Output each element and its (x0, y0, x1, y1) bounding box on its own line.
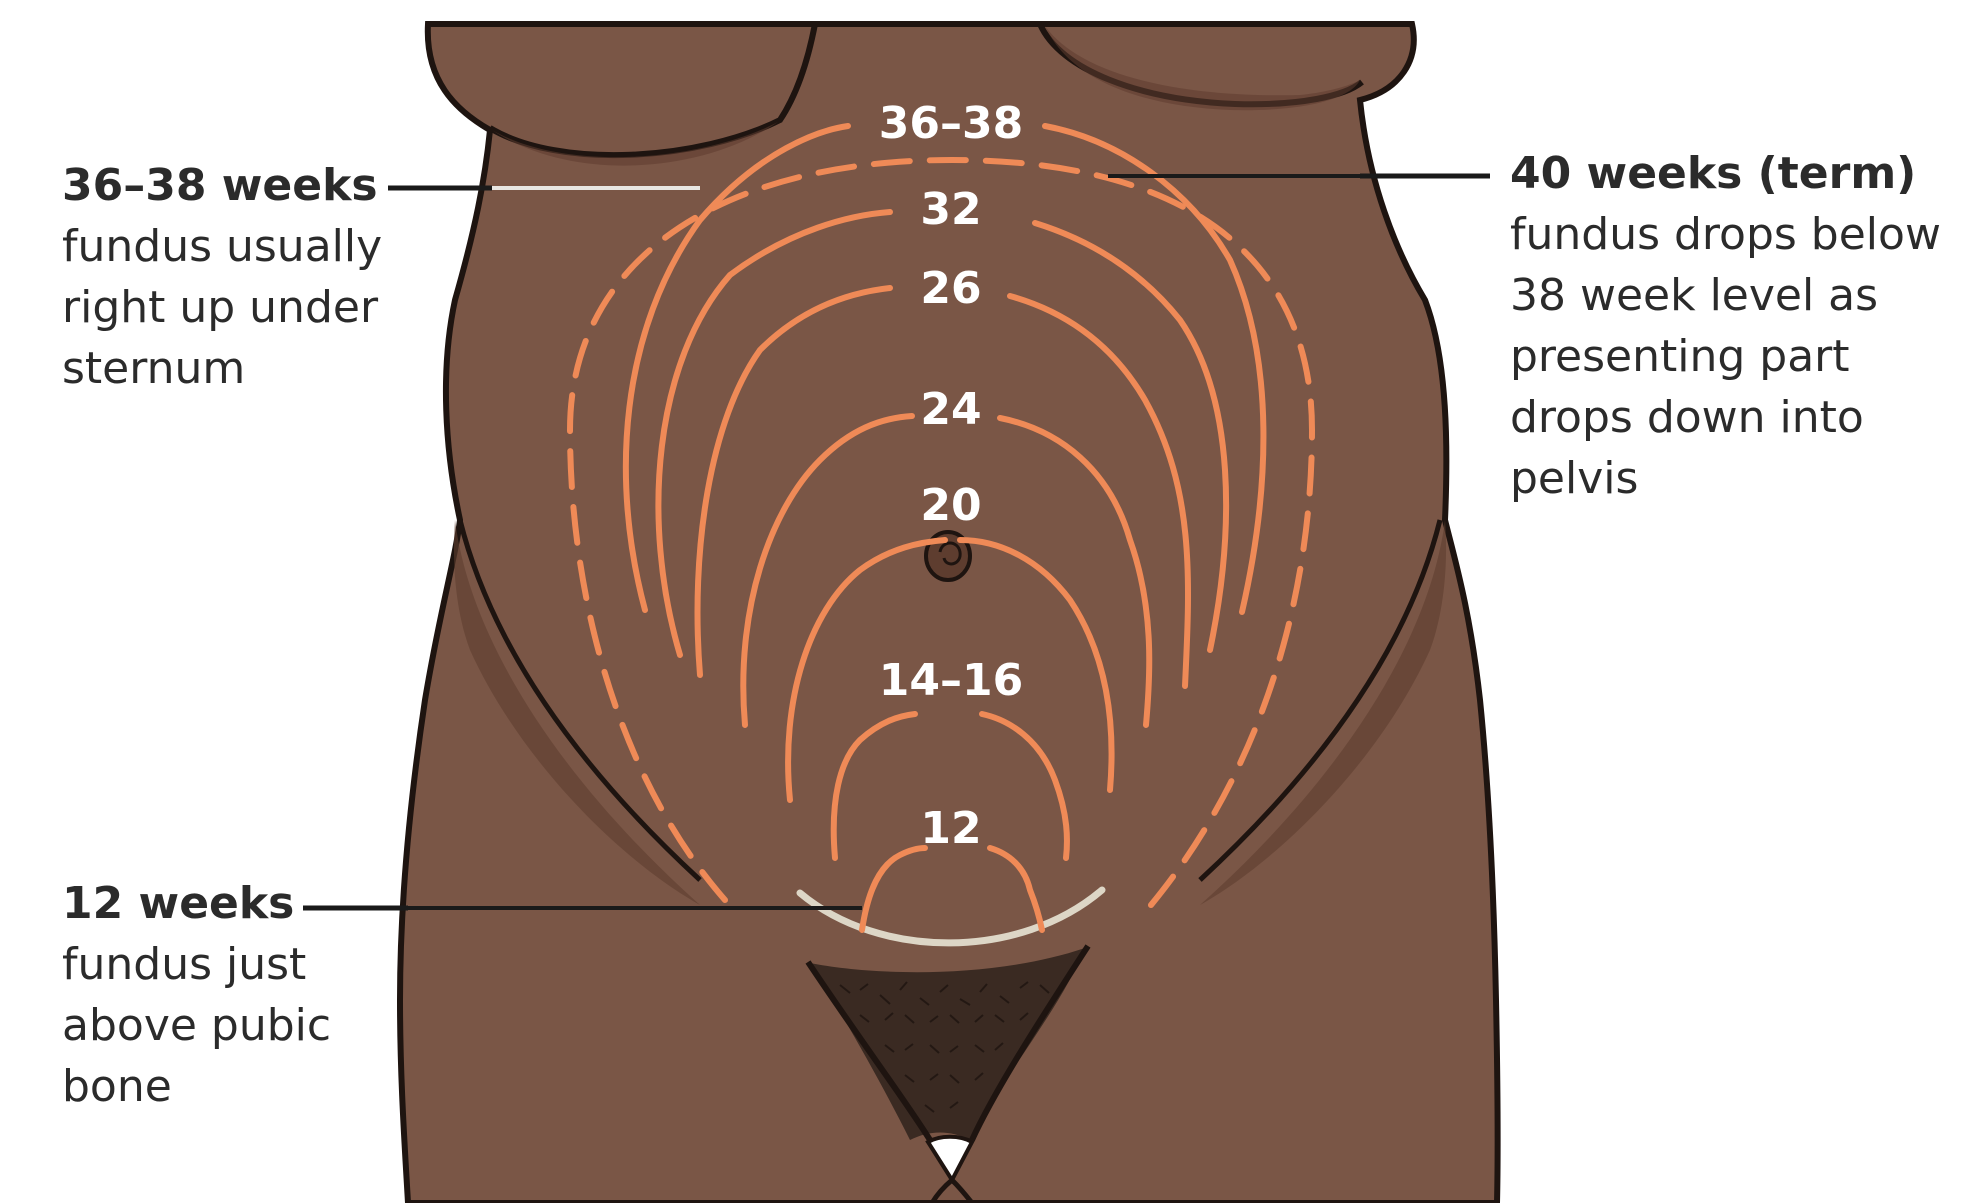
callout-40-line-3: presenting part (1510, 331, 1850, 382)
curve-label-12: 12 (920, 803, 981, 854)
callout-36-38-title: 36–38 weeks (62, 160, 378, 211)
right-breast-shade (1045, 26, 1360, 111)
callout-12-line-1: fundus just (62, 939, 307, 990)
callout-36-38-line-1: fundus usually (62, 221, 383, 272)
inner-thigh-left (929, 1178, 954, 1203)
callout-36-38-line-3: sternum (62, 343, 246, 394)
callout-40-line-4: drops down into (1510, 392, 1864, 443)
crotch-gap (925, 1134, 975, 1184)
curve-24-right (997, 415, 1153, 728)
left-belly-crease (457, 519, 702, 882)
curve-26-left (694, 285, 893, 678)
curve-12-right (987, 845, 1045, 933)
fundal-height-curves (566, 123, 1316, 933)
callout-12-line-2: above pubic (62, 1000, 332, 1051)
curve-14-16-right (979, 711, 1070, 861)
callout-40-line-1: fundus drops below (1510, 209, 1941, 260)
callout-36-38-line-2: right up under (62, 282, 379, 333)
curve-20-left (785, 537, 948, 803)
pointer-lines (303, 173, 1490, 911)
curve-36-38-right (1042, 123, 1267, 615)
callout-40-line-5: pelvis (1510, 453, 1639, 504)
curve-label-26: 26 (920, 263, 981, 314)
pubic-hair-icon (810, 948, 1085, 1140)
curve-label-14-16: 14–16 (879, 655, 1023, 706)
navel-icon (924, 530, 972, 582)
curve-label-32: 32 (920, 184, 981, 235)
curve-24-left (740, 413, 915, 728)
curve-32-right (1032, 220, 1230, 653)
callout-12-weeks: 12 weeks fundus just above pubic bone (62, 873, 331, 1117)
curve-label-20: 20 (920, 480, 981, 531)
callout-12-title: 12 weeks (62, 878, 295, 929)
callout-40-title: 40 weeks (term) (1510, 148, 1917, 199)
callout-40-weeks: 40 weeks (term) fundus drops below 38 we… (1510, 143, 1941, 509)
left-breast-shadow (488, 23, 818, 159)
curve-26-right (1007, 293, 1191, 689)
callout-36-38-weeks: 36–38 weeks fundus usually right up unde… (62, 155, 382, 399)
pubic-bone (796, 886, 1106, 947)
curve-label-24: 24 (920, 384, 981, 435)
curve-20-right (957, 537, 1115, 793)
curve-32-left (655, 209, 893, 658)
curve-36-38-left (622, 123, 851, 613)
curve-label-36-38: 36–38 (879, 98, 1023, 149)
callout-40-line-2: 38 week level as (1510, 270, 1879, 321)
left-breast-shade (492, 122, 778, 166)
curve-40-weeks (566, 156, 1316, 921)
groin-line (805, 944, 1091, 1142)
inner-thigh-right (950, 1178, 974, 1203)
right-belly-crease (1198, 519, 1443, 882)
curve-12-left (859, 845, 928, 933)
curve-14-16-left (830, 711, 918, 861)
pubic-hair-texture (839, 981, 1050, 1113)
callout-12-line-3: bone (62, 1061, 172, 1112)
